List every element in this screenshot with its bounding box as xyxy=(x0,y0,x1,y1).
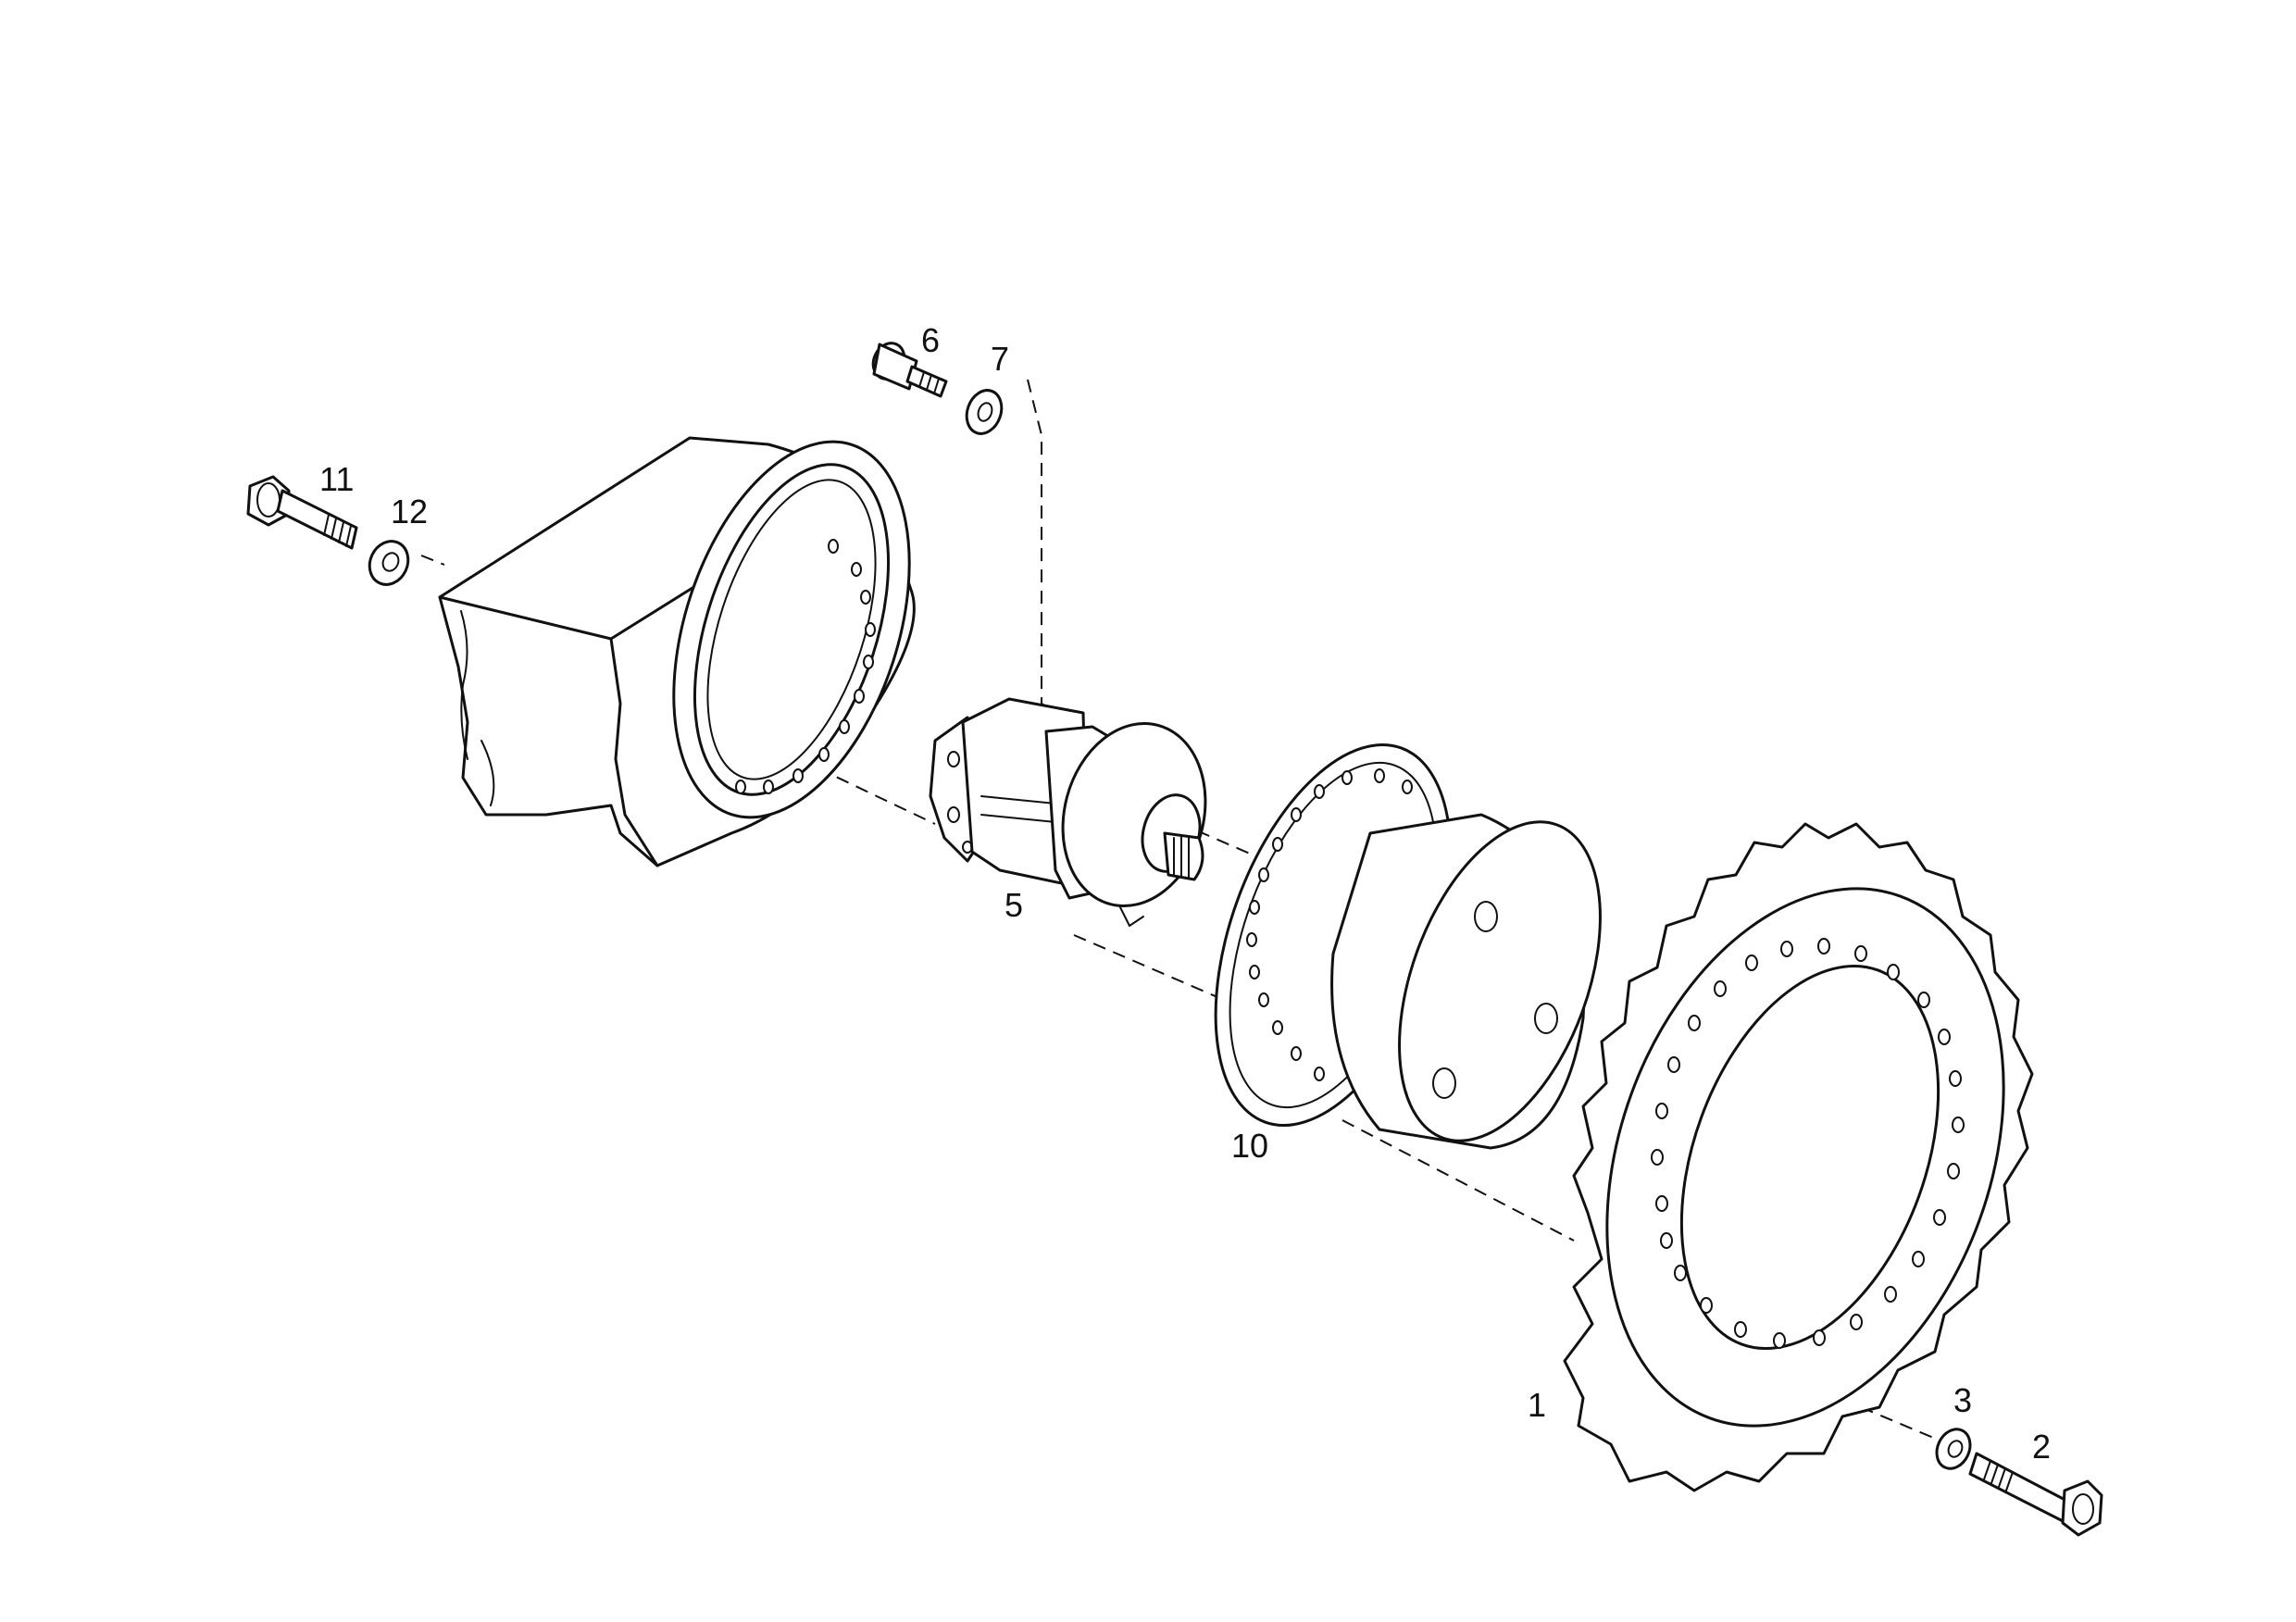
callout-5: 5 xyxy=(1004,886,1023,924)
frame-housing xyxy=(438,436,916,867)
part-3-washer xyxy=(1935,1428,1972,1470)
final-drive-flange-holes xyxy=(1246,768,1413,1081)
frame-bolt-holes xyxy=(735,539,876,794)
part-10-final-drive xyxy=(1214,742,1602,1150)
callout-7: 7 xyxy=(991,340,1009,378)
part-12-washer xyxy=(368,540,410,586)
callout-12: 12 xyxy=(391,493,428,530)
part-6-cap-screw xyxy=(871,342,948,398)
callout-3: 3 xyxy=(1953,1381,1972,1419)
part-2-bolt xyxy=(1968,1452,2103,1537)
sprocket-bolt-holes xyxy=(1651,938,1965,1349)
callout-1: 1 xyxy=(1528,1386,1546,1424)
part-7-washer xyxy=(965,389,1004,435)
part-5-hydraulic-motor xyxy=(929,697,1207,927)
callout-10: 10 xyxy=(1231,1127,1268,1165)
callout-labels: 1 2 3 5 6 7 10 11 12 xyxy=(319,321,2051,1466)
callout-6: 6 xyxy=(921,321,940,359)
callout-2: 2 xyxy=(2032,1428,2051,1466)
part-1-sprocket xyxy=(1563,822,2034,1492)
part-11-bolt xyxy=(246,475,358,550)
callout-11: 11 xyxy=(319,460,354,498)
